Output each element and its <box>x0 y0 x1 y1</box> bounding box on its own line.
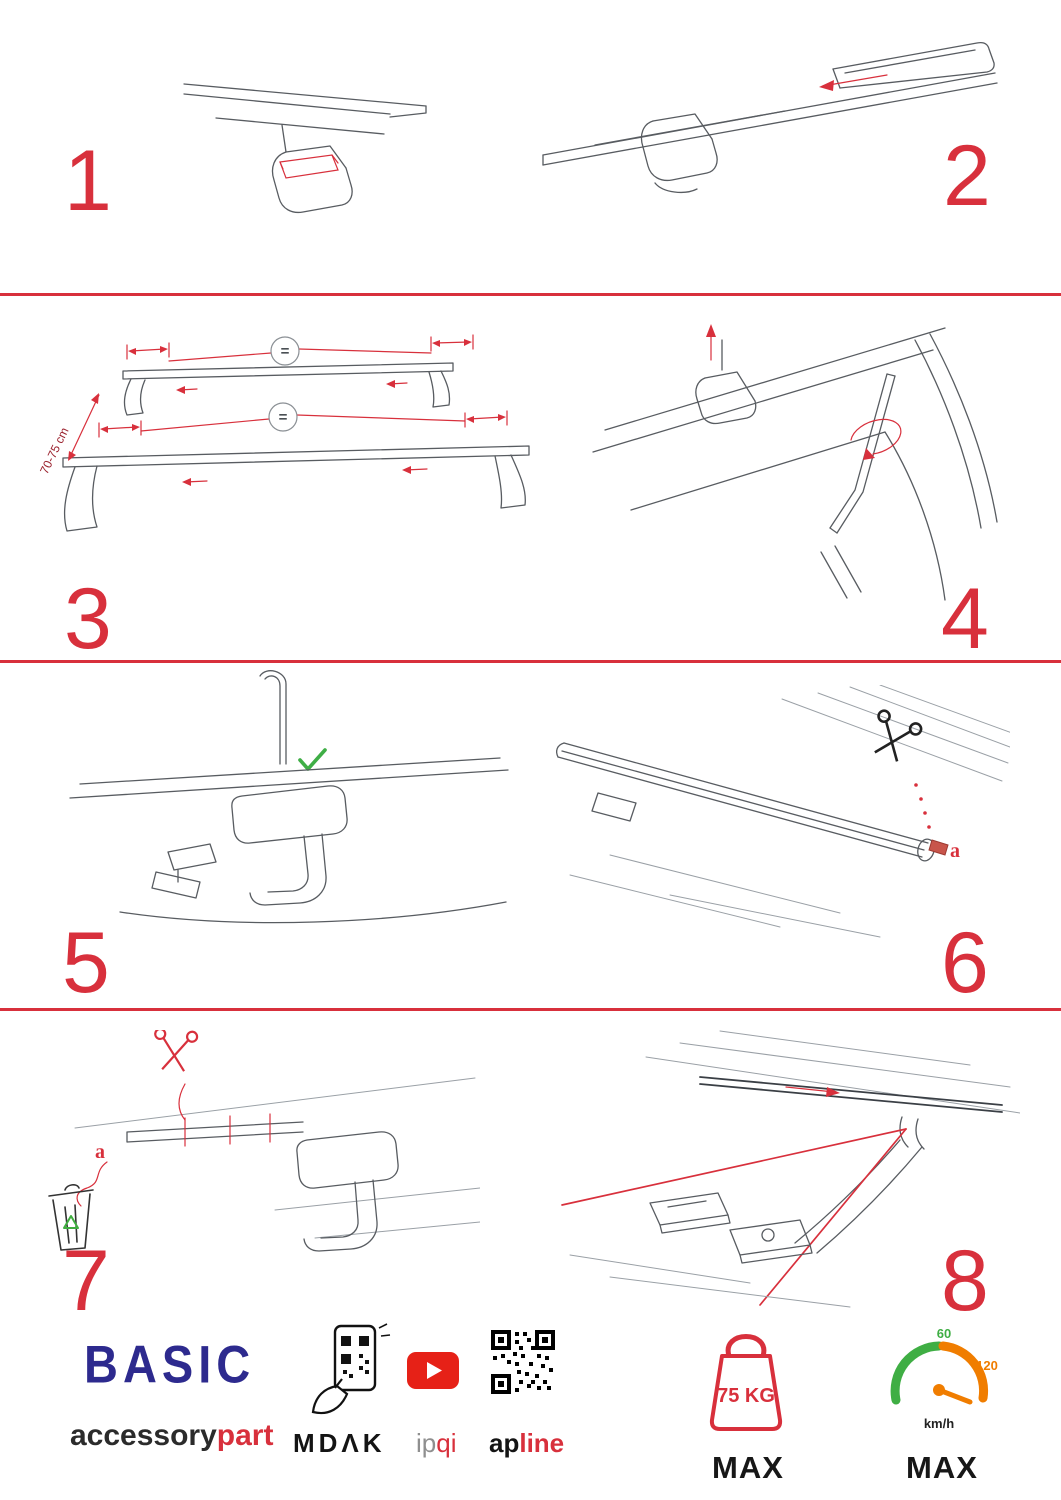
weight-max-label: MAX <box>712 1450 784 1485</box>
step-5-number: 5 <box>62 915 110 1011</box>
brand-subtitle-black: accessory <box>70 1419 217 1452</box>
phone-qr-hand-icon <box>311 1323 391 1415</box>
weight-value: 75 KG <box>717 1385 775 1407</box>
brand-subtitle-red: part <box>216 1419 274 1452</box>
step-2-number: 2 <box>943 128 991 224</box>
step-7-illustration: a <box>48 1030 480 1252</box>
rear-equal-dimension <box>126 334 474 362</box>
step-4-number: 4 <box>941 571 989 667</box>
separator-2 <box>0 660 1061 663</box>
recycle-icon <box>63 1215 79 1229</box>
brand-title: BASIC <box>84 1334 256 1394</box>
app-label-ipqi-gray: ip <box>416 1428 437 1458</box>
lift-arrow <box>706 324 716 361</box>
speed-unit-label: km/h <box>924 1416 954 1431</box>
fit-zone-outline <box>561 1128 907 1306</box>
step-1-number: 1 <box>64 133 112 229</box>
cut-dots <box>914 783 931 829</box>
insert-arrow <box>785 1086 840 1097</box>
equal-symbol-rear: = <box>281 343 290 360</box>
speed-max-label: MAX <box>906 1450 978 1485</box>
step-1-illustration <box>183 83 427 214</box>
step-5-illustration <box>69 670 509 924</box>
app-label-mdak: MDΛK <box>293 1428 386 1458</box>
app-label-apline: apline <box>489 1428 564 1459</box>
front-equal-dimension <box>98 410 508 438</box>
qr-code-icon <box>491 1330 555 1394</box>
speed-high-label: 120 <box>976 1358 998 1373</box>
red-scissors-icon <box>154 1030 199 1072</box>
step-3-number: 3 <box>64 571 112 667</box>
allen-key <box>829 373 896 534</box>
dimension-label: 70-75 cm <box>37 425 72 476</box>
step-6-illustration: a <box>556 685 1010 938</box>
part-label-a: a <box>95 1141 105 1163</box>
speed-low-label: 60 <box>937 1326 951 1341</box>
equal-symbol-front: = <box>279 409 288 426</box>
weight-icon: 75 KG <box>709 1334 783 1431</box>
trash-icon <box>48 1184 94 1251</box>
torque-arrow <box>850 418 902 460</box>
step-7-number: 7 <box>62 1233 110 1329</box>
app-label-apline-red: line <box>519 1428 565 1458</box>
rubber-strip-end <box>928 839 949 856</box>
separator-3 <box>0 1008 1061 1011</box>
scissors-icon <box>874 709 923 762</box>
adjust-arrows <box>176 380 428 486</box>
spacer-pad-outline <box>279 154 339 179</box>
cut-marks <box>184 1113 271 1147</box>
part-label-a: a <box>950 840 960 862</box>
step-6-number: 6 <box>941 915 989 1011</box>
step-4-illustration <box>592 324 998 601</box>
speedometer-icon: 60 120 km/h <box>890 1326 998 1431</box>
step-3-illustration: = = 70-75 cm <box>37 334 530 532</box>
app-label-apline-black: ap <box>489 1428 520 1458</box>
app-label-ipqi: ipqi <box>416 1428 457 1459</box>
step-2-illustration <box>542 41 998 194</box>
separator-1 <box>0 293 1061 296</box>
youtube-icon <box>407 1352 459 1389</box>
step-8-illustration <box>561 1030 1020 1308</box>
check-icon <box>298 748 327 771</box>
brand-subtitle: accessorypart <box>70 1419 273 1453</box>
equal-badge-front <box>268 402 298 432</box>
app-label-ipqi-red: qi <box>436 1428 457 1458</box>
slide-arrow <box>819 74 888 91</box>
equal-badge-rear <box>270 336 300 366</box>
step-8-number: 8 <box>941 1233 989 1329</box>
bar-spacing-dimension <box>68 393 100 461</box>
